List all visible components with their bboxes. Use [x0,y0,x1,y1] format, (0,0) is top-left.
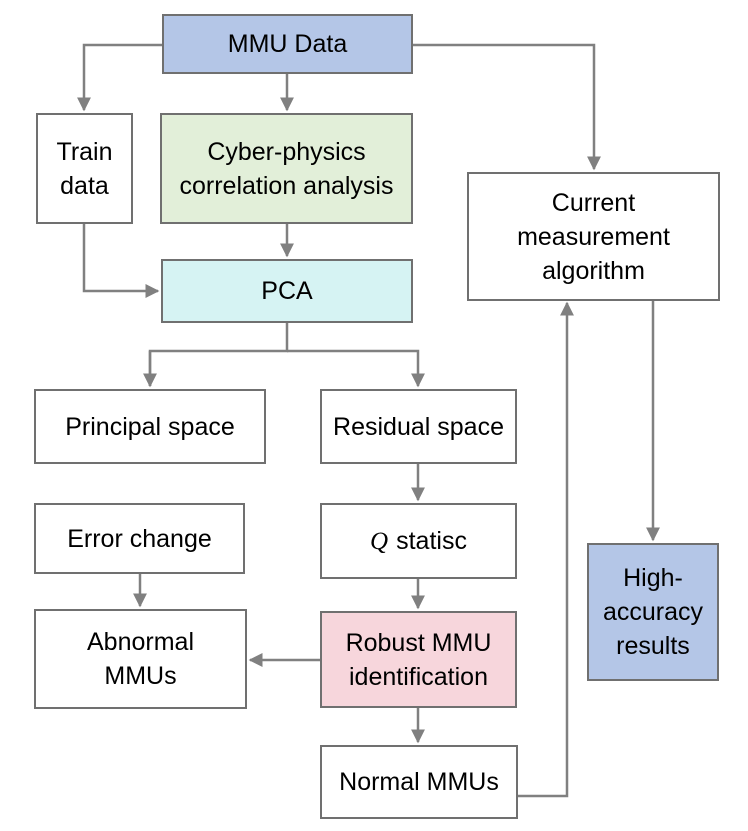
node-mmu-data: MMU Data [162,14,413,74]
node-train-data: Train data [36,113,133,224]
node-robust-mmu-identification: Robust MMU identification [320,611,517,708]
edge-normal-to-current [518,301,574,798]
node-residual-space: Residual space [320,389,517,464]
edge-mmu-to-current [413,43,601,171]
node-abnormal-mmus: Abnormal MMUs [34,609,247,709]
q-statistic-label: statisc [396,526,467,555]
q-symbol: Q [370,527,389,555]
edge-pca-to-residual [287,349,425,388]
node-current-measurement-algorithm: Current measurement algorithm [467,172,720,301]
edge-train-to-pca [82,224,160,298]
node-normal-mmus: Normal MMUs [320,745,518,819]
edge-mmu-to-train [77,43,162,112]
node-q-statistic: Q statisc [320,503,517,579]
node-pca: PCA [161,259,413,323]
node-cyber-physics-correlation: Cyber-physics correlation analysis [160,113,413,224]
node-error-change: Error change [34,503,245,574]
node-principal-space: Principal space [34,389,266,464]
node-high-accuracy-results: High- accuracy results [587,543,719,681]
edge-pca-split [148,323,289,386]
